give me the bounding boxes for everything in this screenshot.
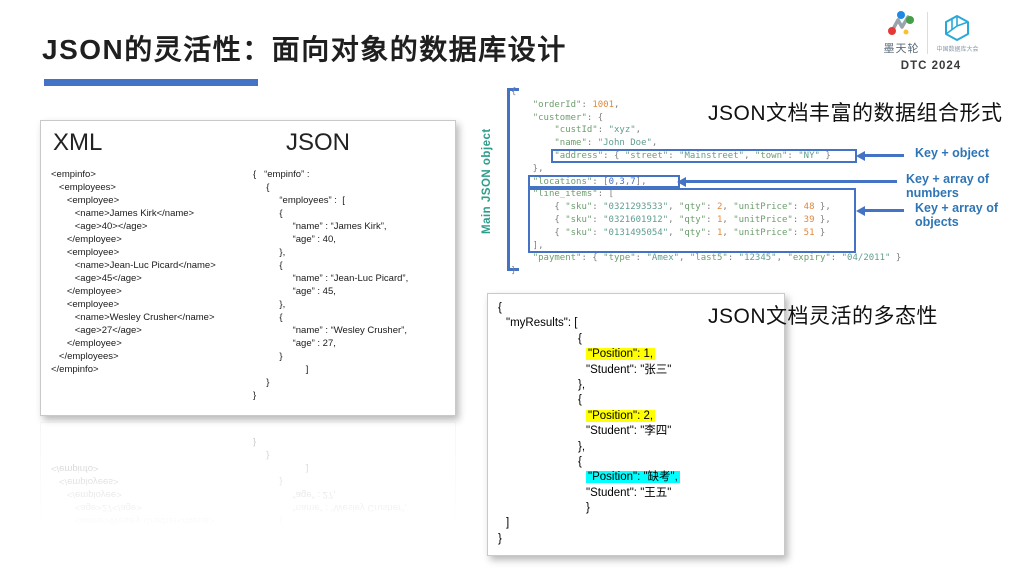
event-label: DTC 2024	[900, 60, 962, 72]
address-highlight-box	[551, 149, 857, 163]
logo-row: 墨天轮 中国数据库大会	[856, 10, 1006, 56]
code-line: }	[586, 502, 590, 515]
json-code-left: { “empinfo” : { “employees” : [ { “name”…	[253, 169, 409, 401]
code-line: }	[511, 266, 517, 277]
code-line: { "sku": "0131495054", "qty": 1, "unitPr…	[511, 227, 826, 238]
conference-logo-text: 中国数据库大会	[936, 46, 979, 53]
code-line: "locations": [0,3,7],	[532, 176, 647, 187]
brand-logos: 墨天轮 中国数据库大会 DTC 2024	[856, 10, 1006, 72]
code-line: ],	[511, 240, 544, 251]
poly-json-panel: {"myResults": [{"Position": 1,"Student":…	[487, 293, 785, 556]
code-line: { "sku": "0321601912", "qty": 1, "unitPr…	[511, 214, 831, 225]
title-underline	[44, 79, 258, 86]
panel-reflection-inner: XML JSON <empinfo> <employees> <employee…	[40, 422, 456, 552]
annotation-key-object: Key + object	[915, 146, 989, 160]
key-array-numbers-arrow-icon	[677, 176, 897, 187]
conference-cube-icon	[945, 14, 970, 41]
key-object-arrow-icon	[856, 150, 904, 161]
code-line: {	[578, 332, 582, 345]
code-line: "customer": {	[532, 112, 604, 123]
key-array-objects-arrow-icon	[856, 205, 904, 216]
main-json-object-label: Main JSON object	[481, 128, 493, 234]
code-line: "Student": "张三"	[586, 363, 672, 376]
annotation-key-array-numbers: Key + array of numbers	[906, 172, 990, 200]
order-json-code: { "orderId": 1001, "customer": { "custId…	[511, 86, 901, 278]
motianlun-logo: 墨天轮	[883, 10, 919, 56]
json-header: JSON	[286, 129, 351, 156]
logo-divider	[927, 12, 929, 54]
code-line: "orderId": 1001,	[532, 99, 620, 110]
code-line: "custId": "xyz",	[554, 125, 642, 136]
code-line: "Student": "李四"	[586, 425, 672, 438]
code-line: "Position": "缺考",	[586, 471, 680, 484]
motianlun-logo-icon	[888, 11, 915, 35]
code-line: "address": { "street": "Mainstreet", "to…	[554, 150, 831, 161]
code-line: },	[578, 378, 586, 391]
annotation-key-array-objects: Key + array of objects	[915, 201, 999, 229]
code-line: }	[498, 532, 502, 545]
poly-json-code: {"myResults": [{"Position": 1,"Student":…	[488, 301, 784, 547]
line-items-highlight-box	[528, 188, 856, 253]
code-line: "payment": { "type": "Amex", "last5": "1…	[532, 253, 902, 264]
code-line: "name": "John Doe",	[554, 138, 658, 149]
motianlun-logo-text: 墨天轮	[883, 43, 920, 55]
code-line: {	[578, 455, 582, 468]
panel-reflection: XML JSON <empinfo> <employees> <employee…	[40, 422, 458, 552]
code-line: { "sku": "0321293533", "qty": 2, "unitPr…	[511, 202, 831, 213]
code-line: "line_items": [	[532, 189, 614, 200]
poly-doc-caption: JSON文档灵活的多态性	[708, 305, 939, 328]
xml-json-panel: XML JSON <empinfo> <employees> <employee…	[40, 120, 456, 416]
xml-header: XML	[53, 129, 103, 156]
code-line: ]	[506, 517, 510, 530]
code-line: "Position": 1,	[586, 348, 656, 361]
code-line: },	[511, 163, 544, 174]
main-json-bracket	[507, 88, 519, 271]
code-line: },	[578, 440, 586, 453]
code-line: "Student": "王五"	[586, 486, 672, 499]
code-line: {	[498, 302, 502, 314]
xml-code: <empinfo> <employees> <employee> <name>J…	[51, 169, 216, 375]
code-line: {	[578, 394, 582, 407]
locations-highlight-box	[528, 175, 680, 188]
conference-logo: 中国数据库大会	[936, 14, 979, 53]
code-line: {	[511, 87, 517, 97]
order-doc-caption: JSON文档丰富的数据组合形式	[708, 102, 1003, 125]
code-line: "myResults": [	[506, 317, 578, 330]
code-line: "Position": 2,	[586, 409, 656, 422]
page-title: JSON的灵活性：面向对象的数据库设计	[42, 34, 567, 65]
